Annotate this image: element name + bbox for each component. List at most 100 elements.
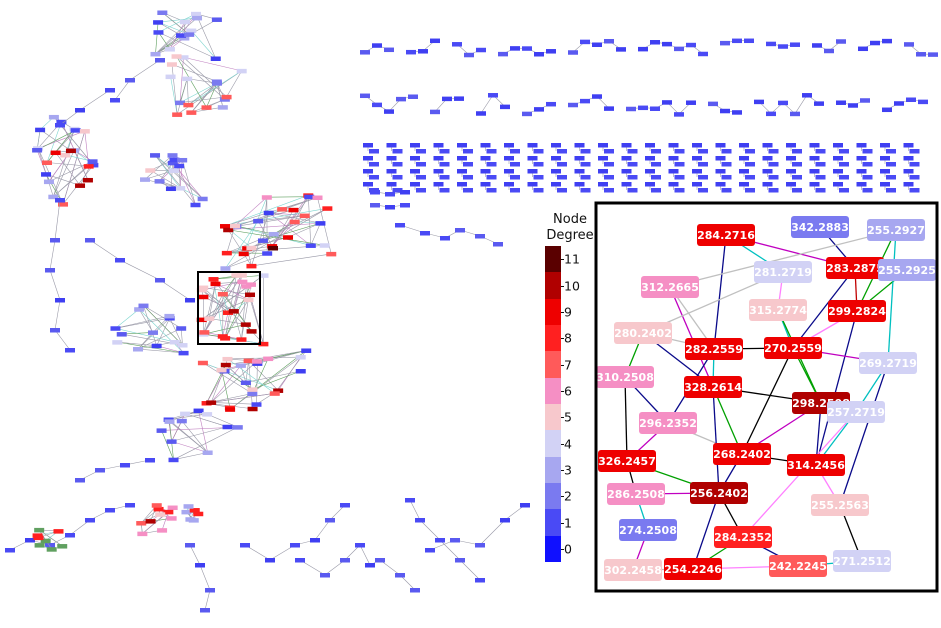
- network-node: [369, 149, 379, 154]
- network-node: [766, 111, 776, 117]
- network-node: [221, 250, 232, 256]
- network-node: [193, 408, 204, 414]
- network-node: [247, 406, 258, 412]
- network-node: [580, 188, 591, 193]
- network-node: [325, 518, 335, 523]
- network-node: [222, 356, 233, 362]
- network-node: [392, 175, 403, 180]
- network-node: [165, 74, 176, 80]
- network-node: [668, 182, 679, 187]
- inset-edge: [624, 376, 628, 462]
- network-node: [179, 19, 190, 25]
- network-node: [715, 182, 726, 187]
- network-node: [295, 368, 306, 374]
- network-node: [261, 195, 272, 200]
- network-node: [522, 111, 532, 117]
- colorbar-tick-mark: [561, 311, 564, 313]
- network-node: [225, 407, 236, 412]
- network-node: [598, 143, 608, 148]
- colorbar-tick-label: 6: [564, 383, 572, 399]
- inset-edge: [669, 286, 714, 388]
- network-node: [304, 194, 315, 200]
- inset-node-box: [596, 366, 654, 388]
- network-node: [786, 182, 796, 187]
- network-node: [201, 105, 212, 110]
- network-node: [839, 149, 849, 154]
- network-node: [604, 162, 614, 167]
- network-node: [169, 339, 180, 345]
- network-node: [33, 535, 44, 541]
- network-node: [870, 40, 880, 46]
- colorbar-tick-label: 9: [564, 304, 572, 320]
- colorbar-segment: [545, 483, 561, 510]
- inset-node-box: [619, 519, 677, 541]
- network-node: [116, 332, 127, 337]
- network-node: [815, 175, 826, 180]
- network-node: [386, 182, 397, 187]
- inset-node-box: [833, 550, 891, 572]
- network-node: [790, 42, 800, 47]
- network-node: [916, 52, 926, 57]
- network-node: [906, 97, 916, 103]
- network-node: [48, 194, 59, 200]
- network-node: [616, 47, 626, 52]
- colorbar-tick-mark: [561, 259, 564, 261]
- network-node: [486, 175, 497, 180]
- inset-node: 257.2719: [827, 401, 885, 423]
- network-node: [210, 281, 221, 287]
- network-node: [708, 101, 718, 107]
- inset-node: 270.2559: [764, 337, 822, 359]
- network-node: [457, 143, 467, 148]
- inset-node-label: 286.2508: [607, 488, 665, 501]
- network-node: [527, 169, 538, 174]
- inset-node-label: 242.2245: [769, 560, 827, 573]
- inset-node-label: 255.2927: [867, 224, 925, 237]
- network-node: [574, 182, 585, 187]
- network-node: [480, 156, 491, 161]
- network-node: [504, 156, 514, 161]
- inset-node-label: 299.2824: [828, 305, 886, 318]
- colorbar-segment: [545, 272, 561, 300]
- network-node: [745, 188, 755, 193]
- degree-colorbar: [545, 246, 561, 563]
- network-node: [164, 419, 175, 424]
- inset-node: 302.2458: [604, 559, 662, 581]
- network-node: [110, 98, 120, 103]
- colorbar-tick-label: 2: [564, 488, 572, 504]
- colorbar-tick-mark: [561, 338, 564, 340]
- colorbar-tick-mark: [561, 285, 564, 287]
- network-node: [363, 169, 373, 174]
- network-node: [230, 223, 241, 229]
- network-node: [410, 588, 420, 593]
- network-node: [668, 143, 679, 148]
- network-node: [856, 169, 867, 174]
- network-node: [386, 143, 397, 148]
- network-node: [839, 188, 849, 193]
- network-node: [191, 11, 202, 17]
- network-node: [198, 294, 209, 300]
- network-node: [55, 123, 65, 128]
- network-node: [768, 188, 779, 193]
- network-node: [662, 100, 672, 105]
- inset-node-box: [859, 352, 917, 374]
- network-node: [363, 182, 373, 187]
- inset-node-label: 314.2456: [787, 459, 845, 472]
- network-node: [557, 175, 567, 180]
- network-node: [82, 177, 93, 183]
- network-node: [372, 43, 382, 48]
- network-node: [392, 149, 403, 154]
- network-node: [283, 235, 294, 240]
- network-node: [627, 162, 638, 167]
- inset-node-label: 284.2716: [697, 229, 755, 242]
- inset-node: 269.2719: [859, 352, 917, 374]
- network-node: [732, 38, 742, 44]
- network-node: [172, 112, 183, 117]
- network-node: [42, 160, 53, 165]
- inset-node-box: [685, 338, 743, 360]
- network-node: [310, 538, 320, 543]
- inset-node-label: 256.2402: [690, 487, 748, 500]
- network-node: [533, 175, 544, 180]
- network-node: [792, 175, 802, 180]
- network-node: [833, 169, 843, 174]
- network-node: [168, 457, 179, 463]
